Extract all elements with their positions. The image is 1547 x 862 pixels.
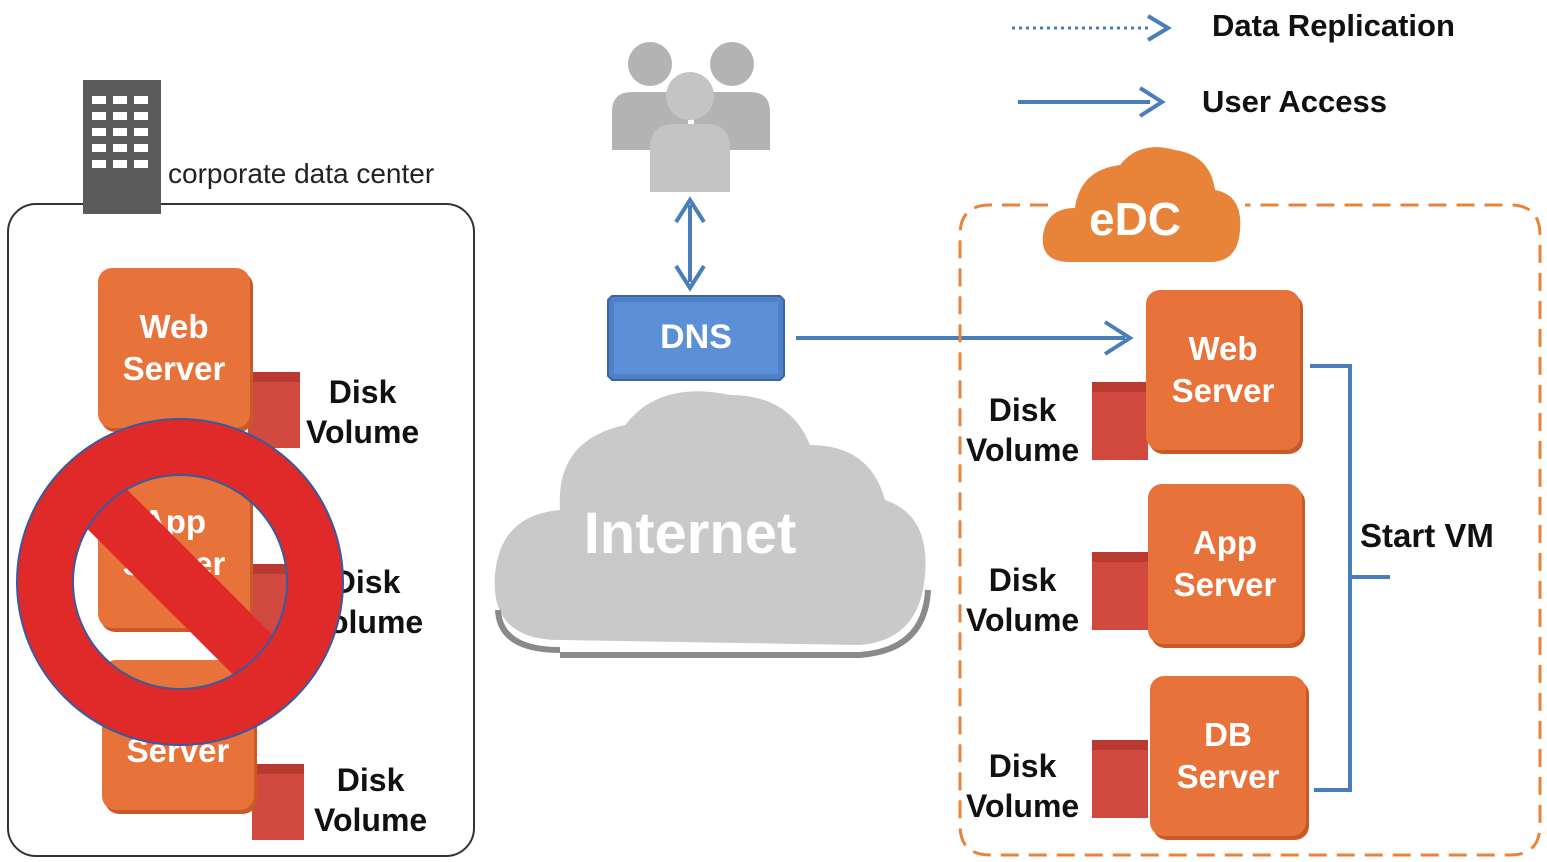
corp-disk-icon-3 (252, 764, 304, 840)
internet-cloud (494, 391, 926, 645)
building-icon (83, 80, 161, 214)
start-vm-label: Start VM (1360, 517, 1494, 554)
legend-user-access: User Access (1202, 84, 1387, 119)
edc-disk-icon-1 (1092, 382, 1148, 460)
dns-label: DNS (660, 318, 732, 356)
edc-disk-icon-2 (1092, 552, 1148, 630)
edc-disk-icon-3 (1092, 740, 1148, 818)
internet-label: Internet (583, 501, 797, 566)
corp-disk-icon-1 (248, 372, 300, 448)
users-icon (612, 42, 770, 192)
edc-title: eDC (1088, 193, 1182, 245)
edc-cloud (1042, 147, 1241, 262)
start-vm-bracket (1310, 364, 1390, 792)
prohibited-icon (16, 418, 344, 746)
corporate-dc-title: corporate data center (168, 158, 435, 189)
corporate-dc-frame (7, 203, 475, 857)
dns-badge (607, 295, 785, 381)
edc-frame (958, 203, 1542, 857)
legend-data-replication: Data Replication (1212, 8, 1455, 43)
